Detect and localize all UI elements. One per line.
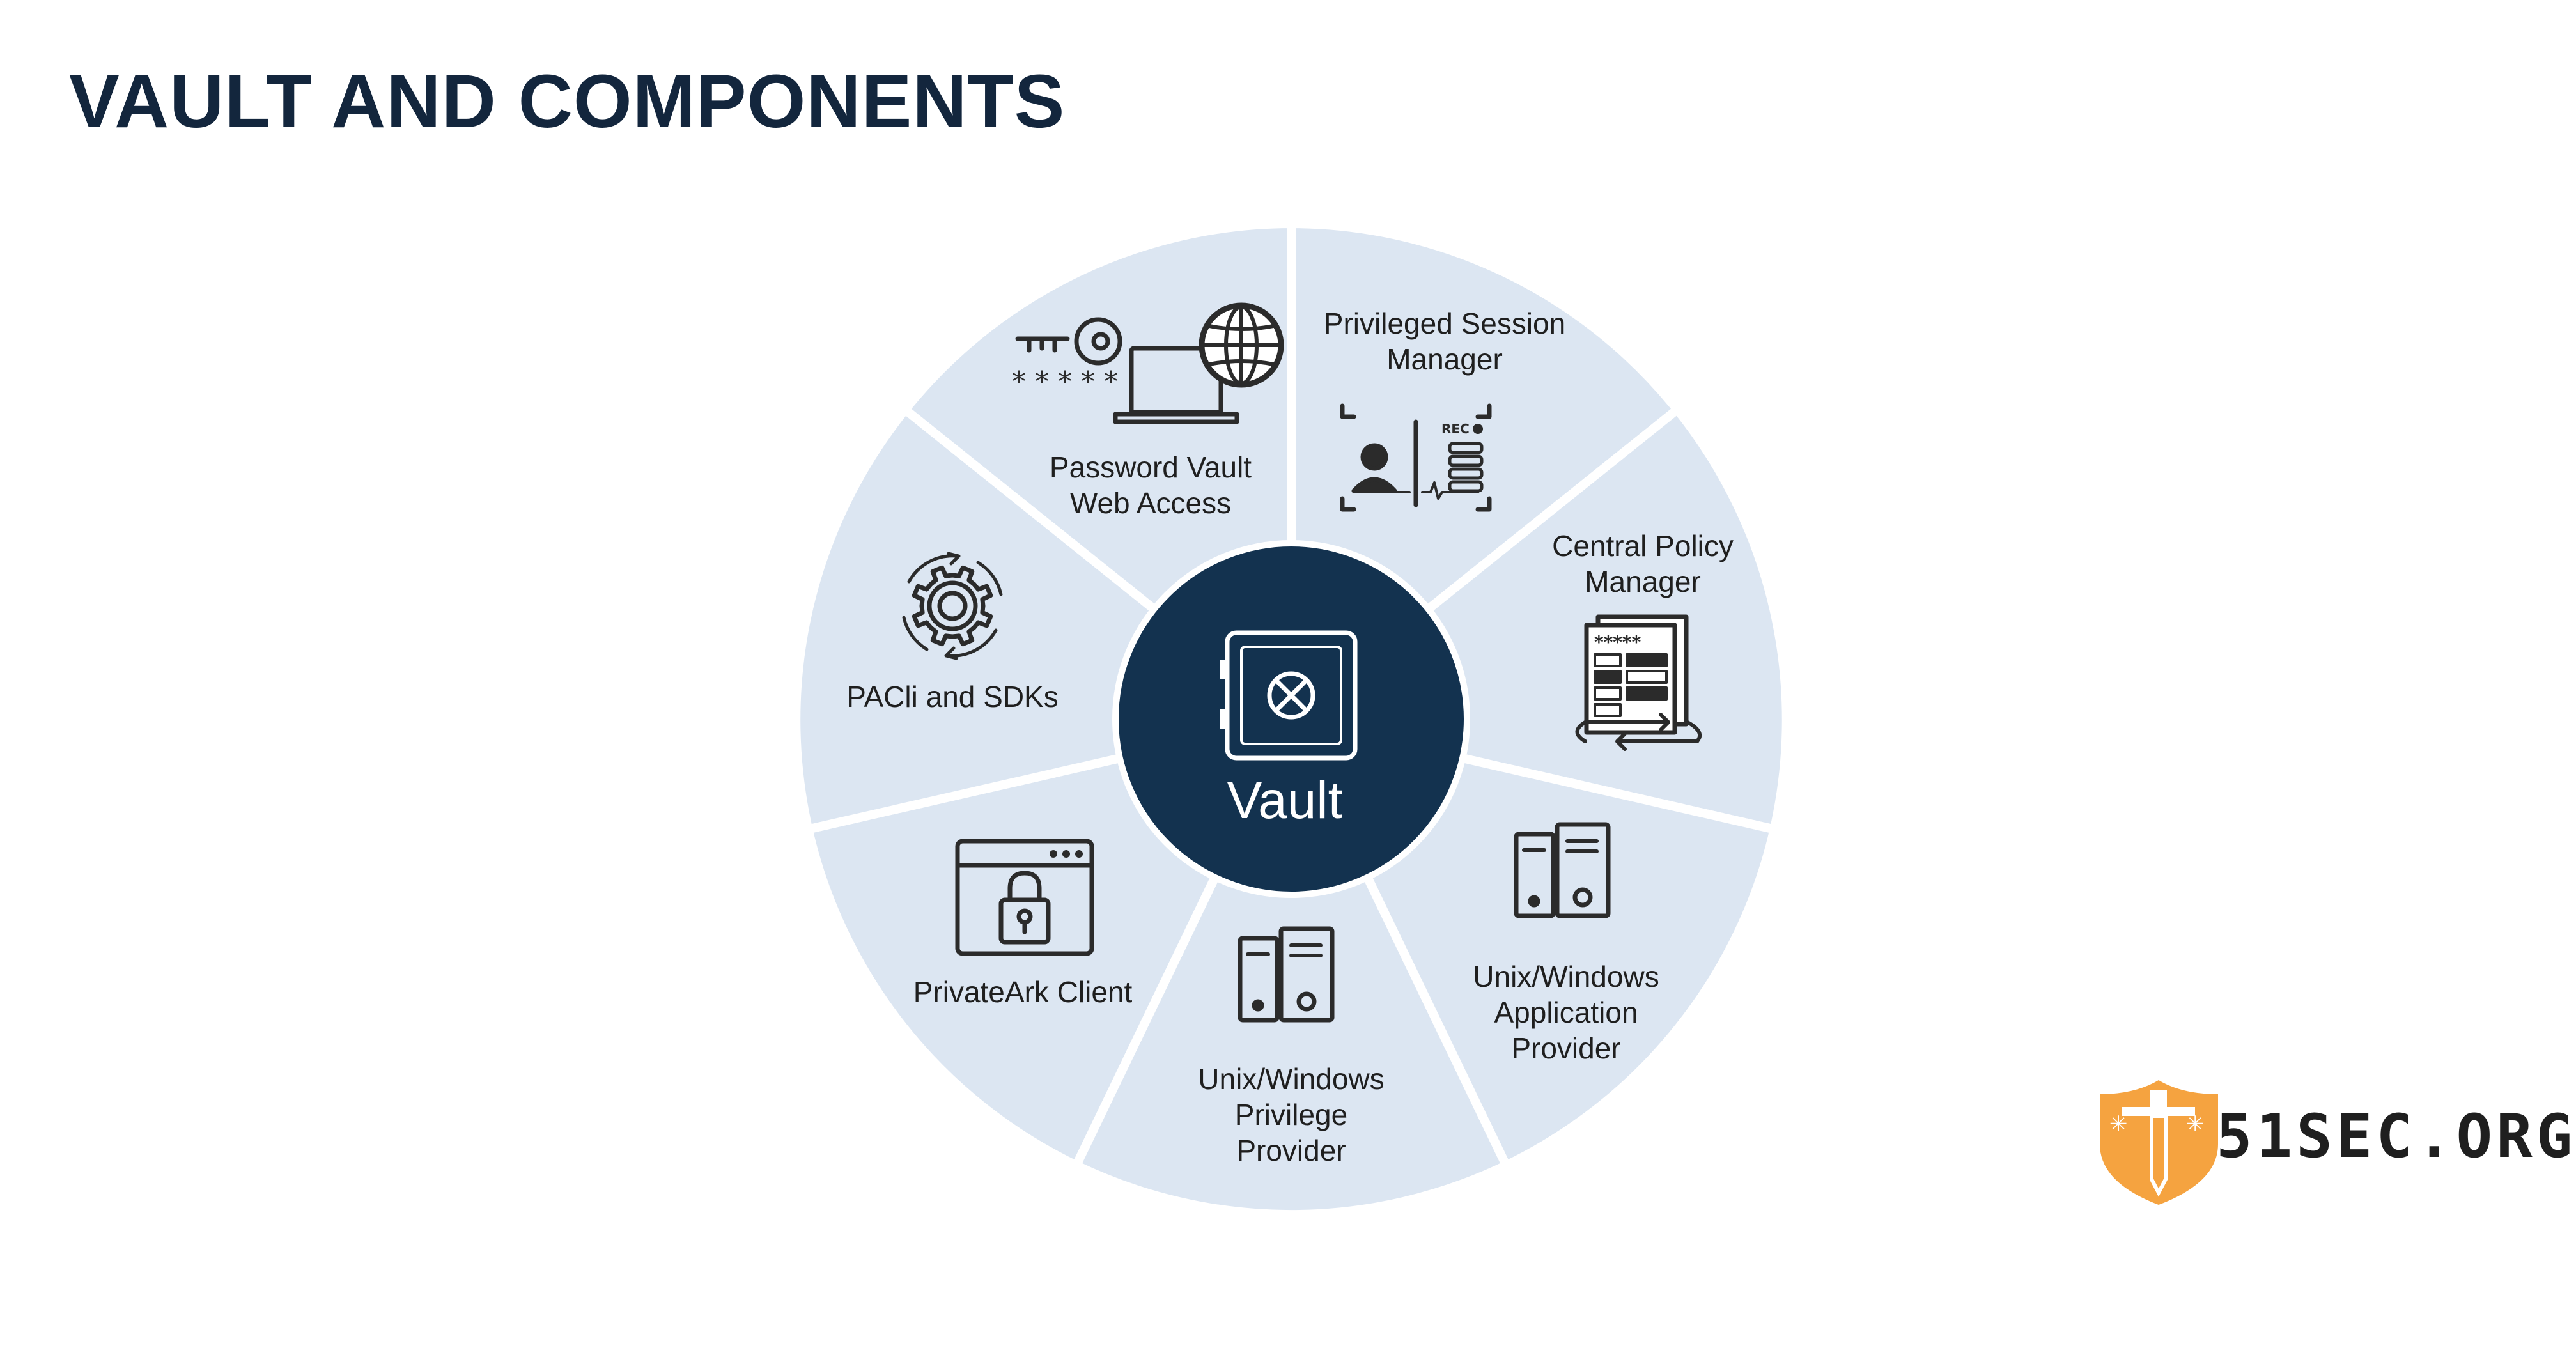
vault-label: Vault (1227, 771, 1343, 830)
session-recording-icon: REC (1340, 403, 1492, 512)
gear-outline (912, 565, 993, 647)
key-laptop-globe-icon: * * * * * (1012, 302, 1284, 424)
gear-cycle-icon (902, 552, 1003, 660)
label-privateark-client: PrivateArk Client (913, 975, 1133, 1009)
svg-text:REC: REC (1441, 421, 1470, 437)
server-icon (1238, 926, 1335, 1023)
svg-text:✳: ✳ (2186, 1111, 2205, 1137)
safe-icon (1220, 630, 1358, 761)
label-pacli-sdks: PACli and SDKs (846, 680, 1059, 713)
label-privilege-provider: Unix/Windows Privilege Provider (1198, 1062, 1385, 1167)
label-web-access: Password Vault Web Access (1049, 451, 1252, 520)
label-application-provider: Unix/Windows Application Provider (1473, 960, 1659, 1065)
shield-sword-icon: ✳ ✳ (2100, 1080, 2218, 1205)
server-icon (1514, 822, 1611, 918)
svg-text:* * * * *: * * * * * (1012, 366, 1118, 398)
browser-lock-icon (955, 839, 1094, 956)
svg-text:✳: ✳ (2109, 1111, 2128, 1137)
policy-document-icon: ***** (1575, 614, 1702, 751)
segment-privilege-provider (1070, 708, 1512, 1220)
label-privileged-session-manager: Privileged Session Manager (1323, 307, 1566, 376)
watermark-text: 51SEC.ORG (2216, 1102, 2576, 1172)
page-title: VAULT AND COMPONENTS (69, 59, 1066, 144)
svg-text:*****: ***** (1594, 631, 1641, 653)
label-central-policy-manager: Central Policy Manager (1552, 529, 1734, 598)
